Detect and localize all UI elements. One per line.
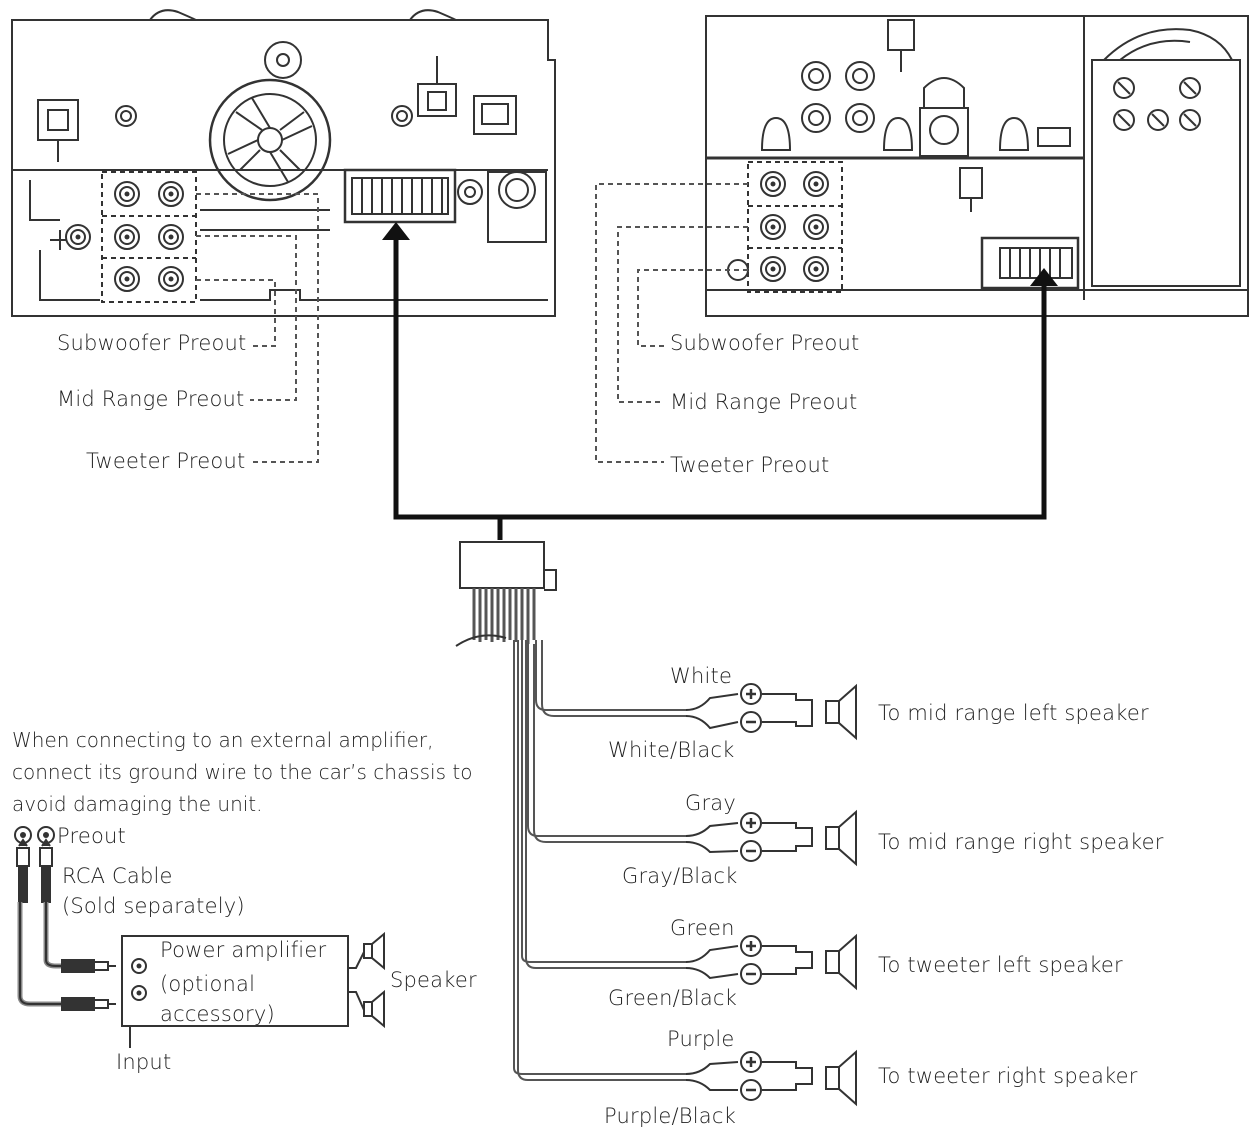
accessory-label: accessory): [160, 1002, 275, 1026]
preout-label: Preout: [57, 824, 126, 848]
amplifier-speaker-label: Speaker: [390, 968, 477, 992]
amplifier-note-line-2: connect its ground wire to the car’s cha…: [12, 760, 473, 784]
wire-color-white: White: [670, 664, 733, 688]
speaker-channel-3: [685, 945, 813, 980]
amplifier-input-jacks: [131, 958, 147, 1001]
speaker-icon-3: [825, 935, 857, 989]
speaker-icon-2: [825, 811, 857, 865]
wire-color-gray: Gray: [685, 791, 737, 815]
amplifier-note: When connecting to an external amplifier…: [12, 724, 472, 820]
speaker-target-mid-right: To mid range right speaker: [878, 830, 1164, 854]
right-arrow-head: [1030, 268, 1058, 286]
left-tweeter-preout-label: Tweeter Preout: [86, 449, 246, 473]
speaker-target-tweeter-right: To tweeter right speaker: [878, 1064, 1138, 1088]
plus-terminal-4: [739, 1050, 763, 1074]
amplifier-box: [121, 935, 349, 1048]
right-tweeter-preout-label: Tweeter Preout: [670, 453, 830, 477]
rca-cable-label: RCA Cable: [62, 864, 173, 888]
minus-terminal-4: [739, 1078, 763, 1102]
left-leader-lines: [196, 193, 319, 463]
rca-cable: [16, 838, 116, 1011]
speaker-target-tweeter-left: To tweeter left speaker: [878, 953, 1123, 977]
right-head-unit: [705, 15, 1249, 317]
left-head-unit: [11, 9, 556, 317]
left-subwoofer-preout-label: Subwoofer Preout: [57, 331, 247, 355]
plus-terminal-3: [739, 934, 763, 958]
minus-terminal-2: [739, 839, 763, 863]
speaker-target-mid-left: To mid range left speaker: [878, 701, 1149, 725]
right-mid-range-preout-label: Mid Range Preout: [670, 390, 858, 414]
wire-color-purple: Purple: [667, 1027, 735, 1051]
sold-separately-label: (Sold separately): [62, 894, 245, 918]
power-amplifier-label: Power amplifier: [160, 938, 327, 962]
left-arrow-head: [382, 222, 410, 240]
preout-jacks: [14, 826, 55, 844]
minus-terminal-1: [739, 710, 763, 734]
left-mid-range-preout-label: Mid Range Preout: [57, 387, 245, 411]
wire-color-purple-black: Purple/Black: [604, 1104, 736, 1128]
right-leader-lines: [595, 183, 748, 463]
minus-terminal-3: [739, 962, 763, 986]
wire-color-gray-black: Gray/Black: [622, 864, 738, 888]
wire-color-white-black: White/Black: [608, 738, 735, 762]
speaker-channel-2: [685, 822, 813, 854]
amplifier-note-line-3: avoid damaging the unit.: [12, 792, 263, 816]
input-label: Input: [116, 1050, 172, 1074]
harness-connector: [455, 541, 557, 647]
main-harness-cable: [393, 236, 1047, 540]
optional-label: (optional: [160, 972, 256, 996]
speaker-channel-1: [685, 693, 813, 730]
wire-color-green: Green: [670, 916, 735, 940]
speaker-icon-1: [825, 685, 857, 739]
amplifier-note-line-1: When connecting to an external amplifier…: [12, 728, 434, 752]
right-subwoofer-preout-label: Subwoofer Preout: [670, 331, 860, 355]
speaker-wire-bundle: [513, 640, 686, 1081]
speaker-channel-4: [685, 1061, 813, 1091]
wire-color-green-black: Green/Black: [608, 986, 738, 1010]
speaker-icon-4: [825, 1051, 857, 1105]
plus-terminal-2: [739, 811, 763, 835]
plus-terminal-1: [739, 682, 763, 706]
amplifier-speaker-icons: [363, 931, 385, 1029]
